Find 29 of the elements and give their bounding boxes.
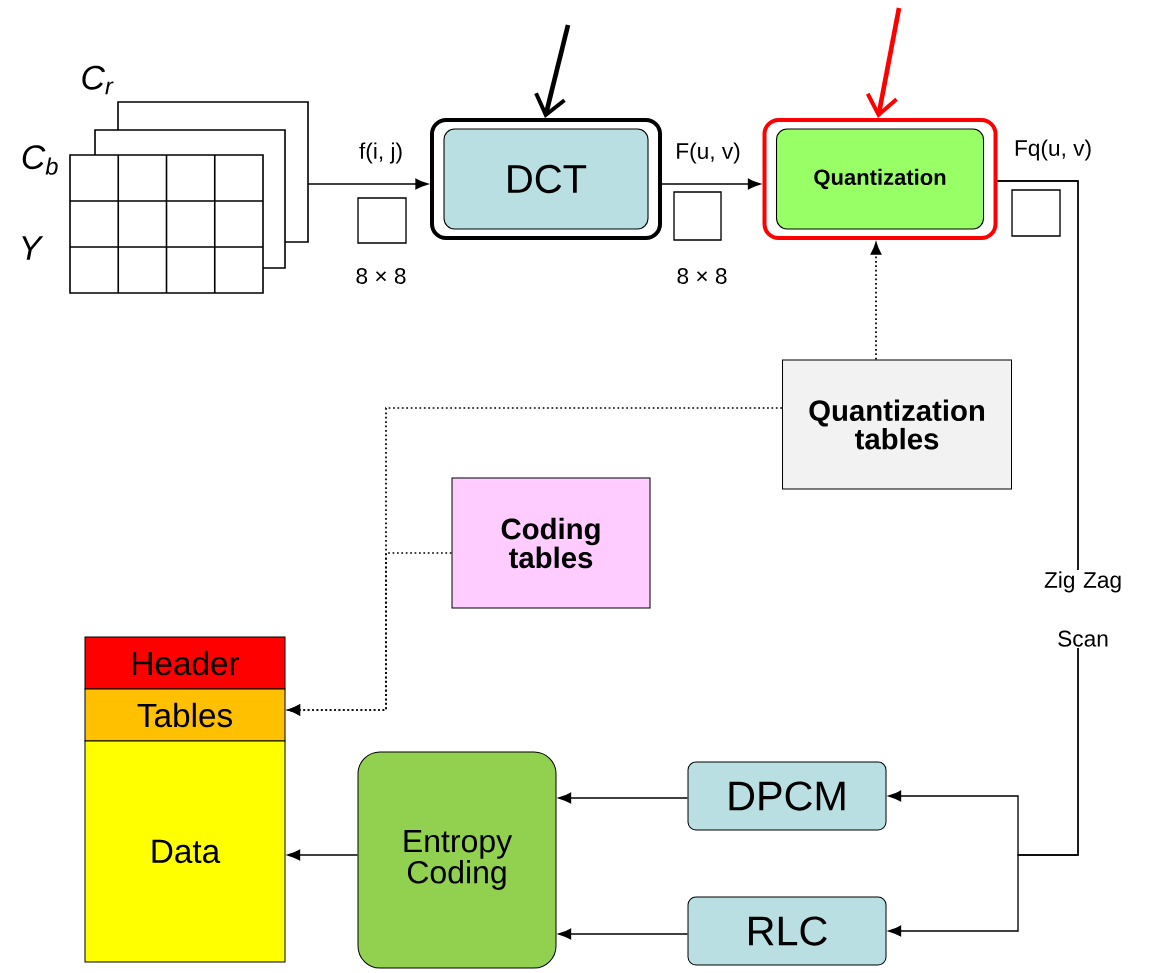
process-box: Entropy Coding xyxy=(357,751,557,969)
edge-label: Fq(u, v) xyxy=(1012,138,1094,162)
direction-arrow xyxy=(865,7,902,118)
size-label: 8 × 8 xyxy=(356,267,406,285)
file-section: Header xyxy=(84,636,286,690)
arrow xyxy=(558,928,689,940)
table-box: Quantization tables xyxy=(782,359,1012,490)
edge-label: Zig Zag Scan xyxy=(1031,570,1135,648)
arrow xyxy=(287,849,359,861)
file-section: Tables xyxy=(84,688,286,742)
edge-label: F(u, v) xyxy=(673,141,743,165)
arrow xyxy=(307,178,429,190)
process-box: DCT xyxy=(430,118,662,240)
process-box: DPCM xyxy=(687,761,887,831)
edge-label: f(i, j) xyxy=(357,141,405,165)
table-box: Coding tables xyxy=(451,477,651,609)
process-box: RLC xyxy=(687,896,887,966)
channel-label: C$_{b}$ xyxy=(22,145,58,175)
process-box: Quantization xyxy=(762,118,998,240)
file-section: Data xyxy=(84,740,286,963)
direction-arrow xyxy=(534,24,571,118)
arrow xyxy=(558,792,689,804)
channel-label: Y xyxy=(22,236,44,260)
image-stack-drawing xyxy=(69,101,309,294)
channel-label: C$_{r}$ xyxy=(82,65,114,95)
arrow xyxy=(661,178,761,190)
size-label: 8 × 8 xyxy=(677,267,727,285)
arrow xyxy=(287,552,453,716)
arrow xyxy=(870,242,882,361)
